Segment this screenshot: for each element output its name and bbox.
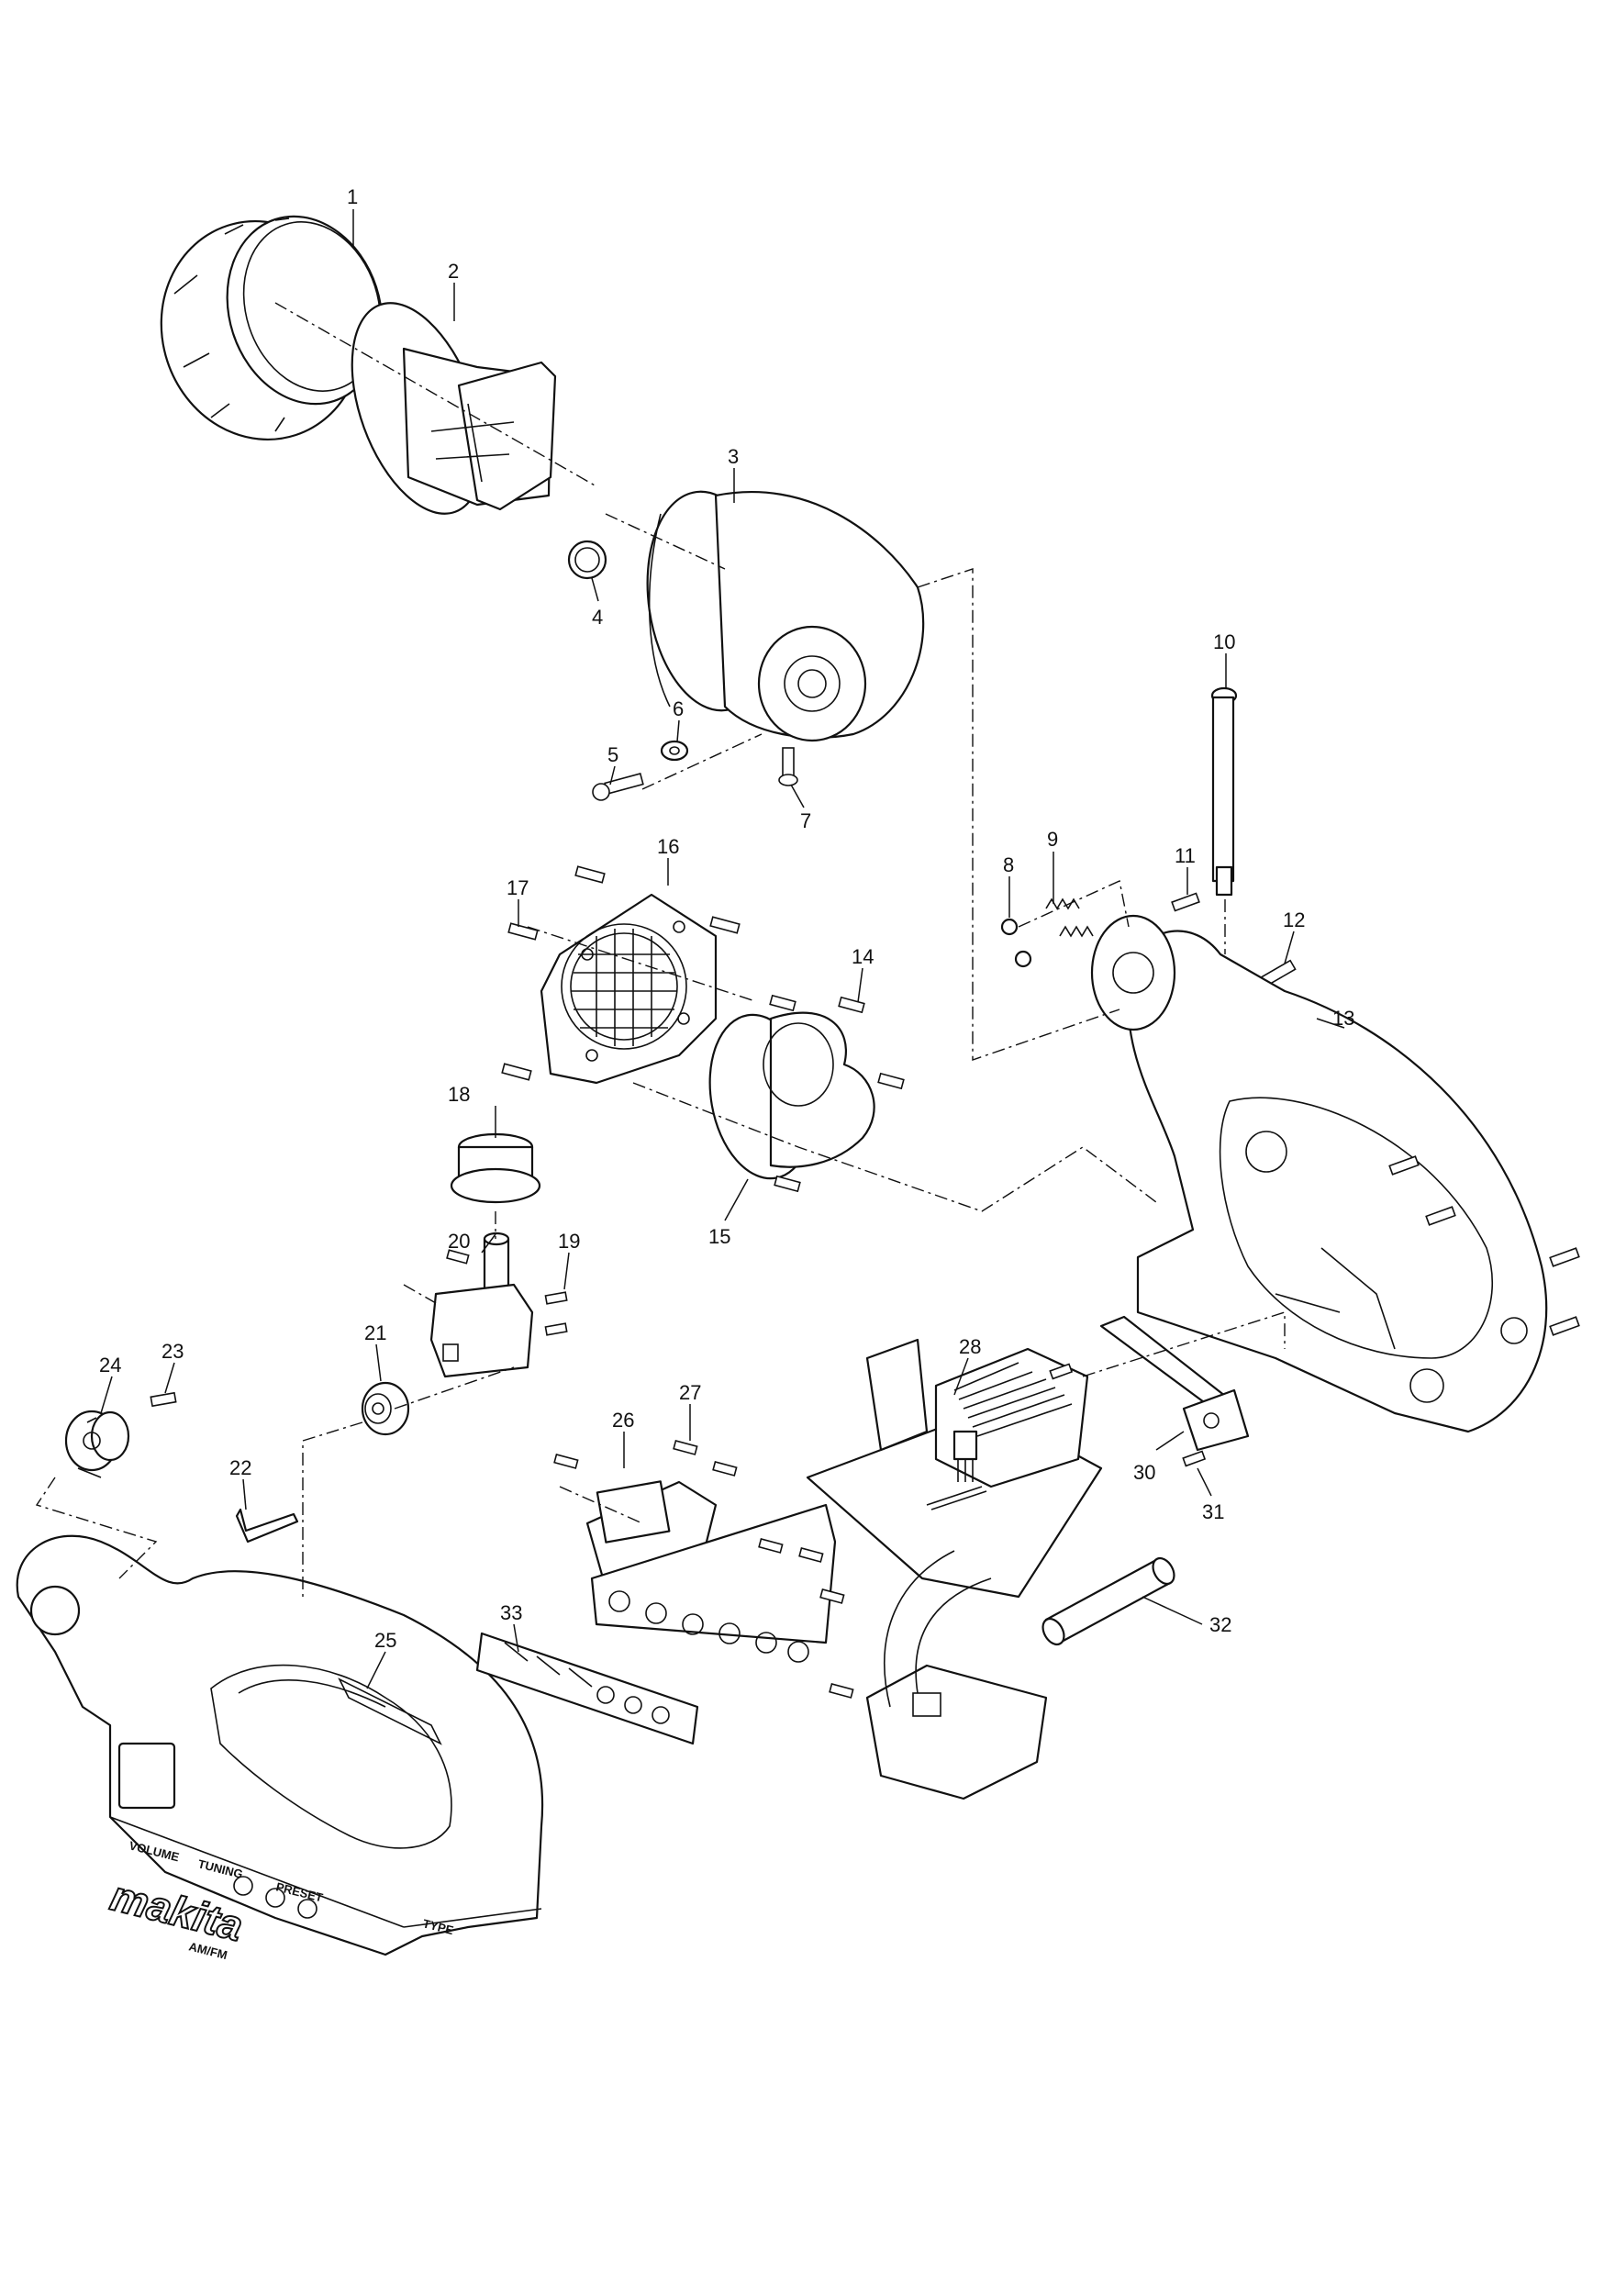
part-6-washer xyxy=(660,740,689,762)
callout-26: 26 xyxy=(612,1409,634,1432)
callout-13: 13 xyxy=(1332,1007,1354,1030)
part-24-knob xyxy=(64,1410,130,1478)
part-21-jack xyxy=(361,1381,410,1436)
callout-33: 33 xyxy=(500,1601,522,1624)
part-13-rear-housing xyxy=(1090,914,1580,1433)
callout-22: 22 xyxy=(229,1456,251,1479)
callout-6: 6 xyxy=(673,697,684,720)
part-15-speaker xyxy=(708,1011,875,1180)
callout-7: 7 xyxy=(800,809,811,832)
callout-23: 23 xyxy=(162,1340,184,1363)
callout-3: 3 xyxy=(728,445,739,468)
part-32-fuse xyxy=(1041,1556,1175,1646)
callout-32: 32 xyxy=(1209,1613,1231,1636)
part-22-clip xyxy=(235,1508,299,1544)
callout-19: 19 xyxy=(558,1230,580,1253)
part-30-lever xyxy=(1099,1315,1250,1452)
part-26-control-board xyxy=(585,1480,837,1663)
callout-numbers: 1 2 3 4 5 6 7 8 9 10 11 12 13 14 15 16 1… xyxy=(99,185,1354,1652)
part-8-balls xyxy=(1000,918,1032,968)
callout-16: 16 xyxy=(657,835,679,858)
callout-10: 10 xyxy=(1213,630,1235,653)
callout-21: 21 xyxy=(364,1321,386,1344)
callout-12: 12 xyxy=(1283,908,1305,931)
part-19-screws xyxy=(446,1249,568,1336)
callout-31: 31 xyxy=(1202,1500,1224,1523)
callout-2: 2 xyxy=(448,260,459,283)
part-23-screw xyxy=(150,1391,177,1408)
battery-terminal xyxy=(865,1550,1048,1800)
part-27-screws xyxy=(553,1440,854,1699)
part-14-screws xyxy=(769,994,905,1193)
part-9-springs xyxy=(1045,897,1094,938)
part-20-switch xyxy=(429,1232,534,1378)
callout-14: 14 xyxy=(852,945,874,968)
callout-28: 28 xyxy=(959,1335,981,1358)
callout-9: 9 xyxy=(1047,828,1058,851)
callout-leaders xyxy=(100,209,1345,1689)
part-5-screw xyxy=(592,773,644,801)
part-33-keypad xyxy=(475,1632,699,1745)
callout-27: 27 xyxy=(679,1381,701,1404)
callout-8: 8 xyxy=(1003,853,1014,876)
part-18-knob xyxy=(450,1132,541,1204)
callout-20: 20 xyxy=(448,1230,470,1253)
callout-17: 17 xyxy=(507,876,529,899)
part-16-speaker-grille xyxy=(540,893,718,1085)
part-2-reflector xyxy=(351,302,557,515)
callout-18: 18 xyxy=(448,1083,470,1106)
part-1-lens-ring xyxy=(160,215,384,441)
part-4-snap-ring xyxy=(567,540,607,580)
part-17-screws xyxy=(501,865,741,1081)
callout-15: 15 xyxy=(708,1225,730,1248)
callout-1: 1 xyxy=(347,185,358,208)
part-31-screw xyxy=(1049,1363,1207,1467)
part-28-main-board xyxy=(806,1338,1103,1599)
callout-24: 24 xyxy=(99,1354,121,1376)
part-10-rod xyxy=(1210,686,1238,897)
assembly-lines xyxy=(35,302,1286,1597)
part-3-bulb-holder xyxy=(646,490,925,742)
callout-5: 5 xyxy=(607,743,618,766)
part-11-screw xyxy=(1171,892,1200,912)
callout-25: 25 xyxy=(374,1629,396,1652)
callout-11: 11 xyxy=(1175,844,1196,867)
callout-4: 4 xyxy=(592,606,603,629)
part-7-screw xyxy=(778,747,798,786)
part-25-front-housing: makita VOLUME TUNING PRESET TYPE AM/FM xyxy=(16,1534,544,1962)
callout-30: 30 xyxy=(1133,1461,1155,1484)
